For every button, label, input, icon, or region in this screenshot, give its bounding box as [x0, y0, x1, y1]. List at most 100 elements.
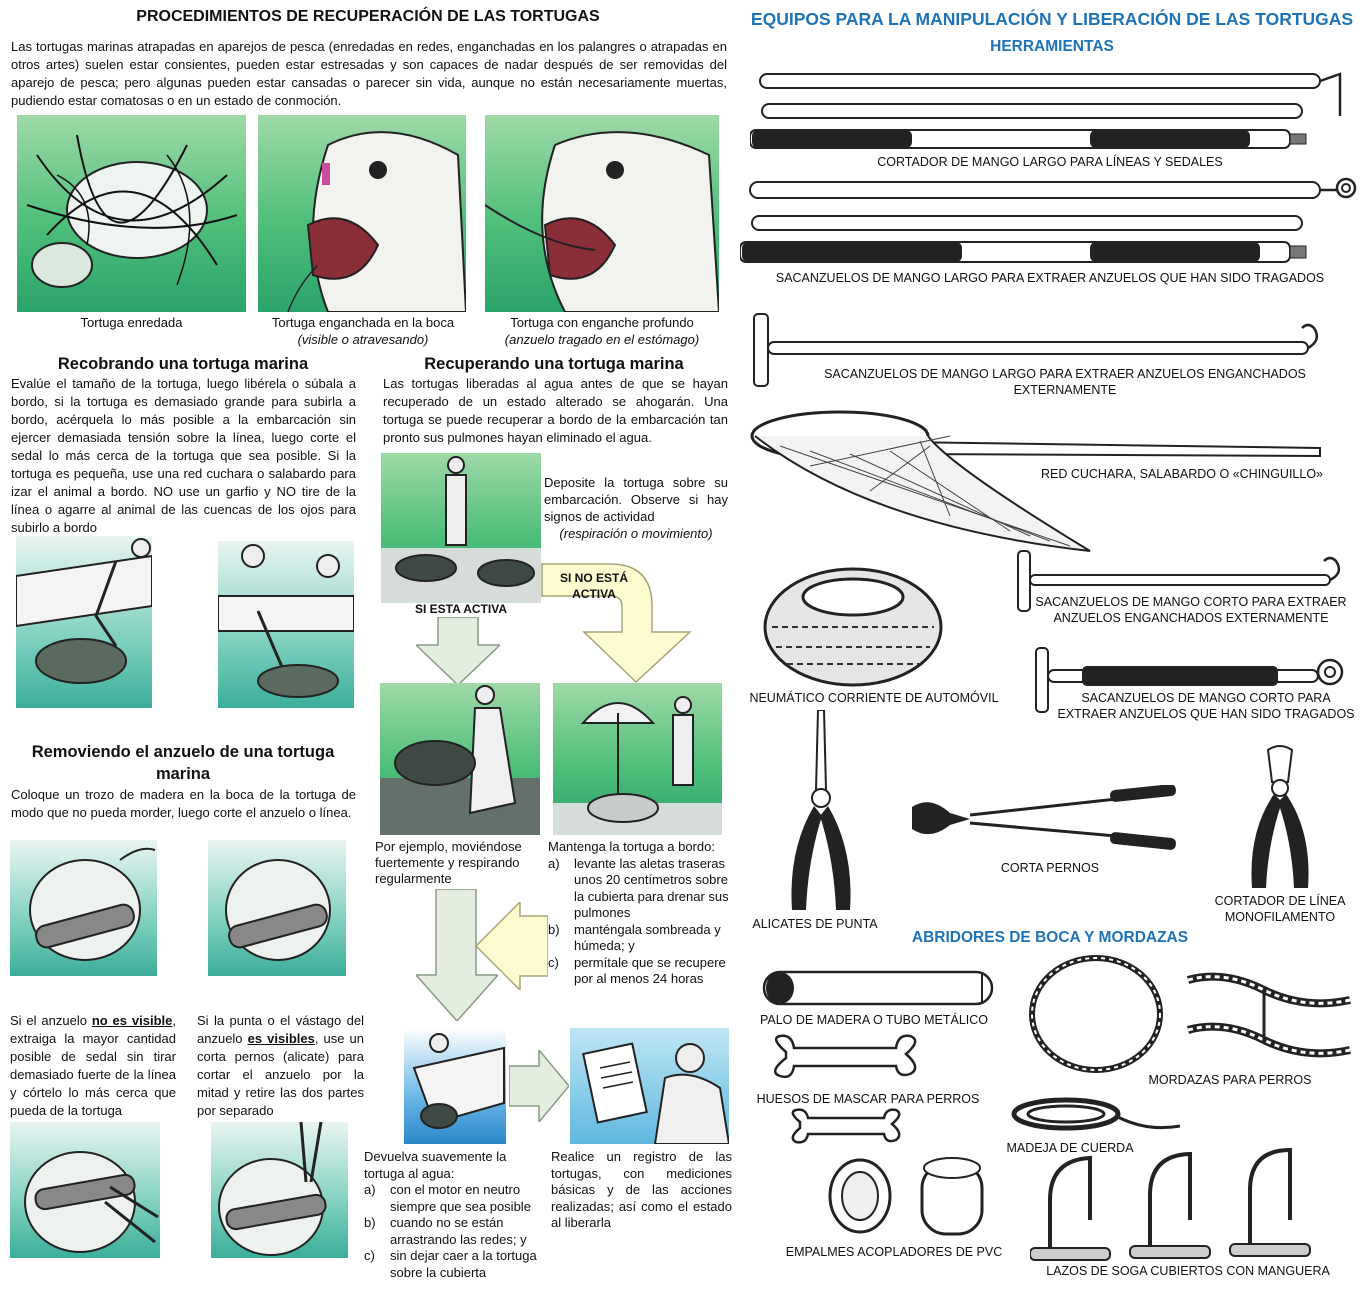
mouth-wood-illustration-1 — [10, 840, 157, 976]
hooked-mouth-turtle-illustration — [258, 115, 466, 312]
label-bolt-cutters: CORTA PERNOS — [1000, 861, 1100, 875]
devuelva-item-a: a) con el motor en neutro siempre que sea… — [364, 1182, 546, 1215]
mantenga-list: a) levante las aletas traseras unos 20 ce… — [548, 856, 730, 988]
devuelva-item-a-marker: a) — [364, 1182, 376, 1197]
dog-bone-small-image — [791, 1108, 901, 1144]
hook-visible-post: , use un corta pernos (alicate) para cor… — [197, 1031, 364, 1118]
active-turtle-illustration — [380, 683, 540, 835]
entangled-turtle-illustration — [17, 115, 246, 312]
dog-gags-image — [1186, 972, 1351, 1058]
release-turtle-illustration — [404, 1028, 506, 1144]
recuperando-text: Las tortugas liberadas al agua antes de … — [383, 376, 728, 445]
hook-visible-text: Si la punta o el vástago del anzuelo es … — [197, 1012, 364, 1120]
mantenga-item-c-text: permítale que se recupere por al menos 2… — [574, 954, 726, 987]
arrow-left-recovered — [476, 902, 548, 990]
mantenga-item-b-text: manténgala sombreada y húmeda; y — [574, 921, 721, 954]
label-short-dehooker-swallowed-line2: EXTRAER ANZUELOS QUE HAN SIDO TRAGADOS — [1057, 707, 1355, 721]
label-rope-skein: MADEJA DE CUERDA — [1006, 1141, 1134, 1155]
mouth-wood-illustration-2 — [208, 840, 346, 976]
label-short-dehooker-external: SACANZUELOS DE MANGO CORTO PARA EXTRAER … — [1026, 594, 1356, 626]
long-dehooker-swallowed-image — [740, 177, 1357, 263]
mantenga-block: Mantenga la tortuga a bordo: a) levante l… — [548, 839, 730, 988]
mantenga-item-b: b) manténgala sombreada y húmeda; y — [548, 922, 730, 955]
devuelva-item-c: c)sin dejar caer a la tortuga sobre la c… — [364, 1248, 546, 1281]
mantenga-item-b-marker: b) — [548, 921, 560, 937]
removiendo-text: Coloque un trozo de madera en la boca de… — [11, 787, 356, 820]
mantenga-item-c: c) permítale que se recupere por al menos… — [548, 955, 730, 988]
label-dog-bones: HUESOS DE MASCAR PARA PERROS — [756, 1092, 980, 1106]
arrow-down-return — [416, 889, 498, 1021]
hook-visible-emphasis: es visibles — [247, 1031, 315, 1046]
short-dehooker-swallowed-image — [1035, 647, 1344, 713]
cut-line-illustration — [10, 1122, 160, 1258]
hook-not-visible-emphasis: no es visible — [91, 1013, 173, 1028]
short-dehooker-external-image — [1017, 550, 1341, 612]
long-line-cutter-image — [750, 72, 1342, 149]
ejemplo-text: Por ejemplo, moviéndose fuertemente y re… — [375, 839, 522, 886]
devuelva-item-b: b)cuando no se están arrastrando las red… — [364, 1215, 546, 1248]
removiendo-heading: Removiendo el anzuelo de una tortuga mar… — [31, 743, 335, 783]
recobrando-text: Evalúe el tamaño de la tortuga, luego li… — [11, 376, 356, 535]
deposite-italic: (respiración o movimiento) — [559, 526, 713, 541]
devuelva-block: Devuelva suavemente la tortuga al agua: … — [364, 1149, 546, 1281]
caption-deep-hook-line1: Tortuga con enganche profundo — [510, 315, 694, 330]
caption-deep-hook: Tortuga con enganche profundo (anzuelo t… — [485, 314, 719, 348]
dip-net-image — [750, 410, 1321, 552]
registro-text: Realice un registro de las tortugas, con… — [551, 1149, 732, 1230]
devuelva-title: Devuelva suavemente la tortuga al agua: — [364, 1149, 507, 1181]
devuelva-item-a-text: con el motor en neutro siempre que sea p… — [390, 1182, 531, 1214]
devuelva-item-b-text: cuando no se están arrastrando las redes… — [390, 1215, 527, 1247]
hook-visible-pre: Si la punta o el vástago del anzuelo — [197, 1013, 364, 1046]
label-si-no-activa: SI NO ESTÁ ACTIVA — [559, 571, 628, 601]
label-monofilament-cutter-line1: CORTADOR DE LÍNEA — [1214, 894, 1346, 908]
mantenga-item-a-marker: a) — [548, 855, 560, 871]
deposite-text: Deposite la tortuga sobre su embarcación… — [544, 474, 728, 542]
label-long-dehooker-external: SACANZUELOS DE MANGO LARGO PARA EXTRAER … — [824, 367, 1306, 397]
abridores-heading: ABRIDORES DE BOCA Y MORDAZAS — [911, 929, 1189, 946]
record-keeping-illustration — [570, 1028, 729, 1144]
label-short-dehooker-swallowed-line1: SACANZUELOS DE MANGO CORTO PARA — [1081, 691, 1331, 705]
caption-deep-hook-line2: (anzuelo tragado en el estómago) — [504, 332, 700, 347]
hook-not-visible-post: , extraiga la mayor cantidad posible de … — [10, 1013, 176, 1118]
label-tire: NEUMÁTICO CORRIENTE DE AUTOMÓVIL — [749, 691, 999, 705]
recuperando-heading: Recuperando una tortuga marina — [424, 355, 684, 373]
mantenga-item-c-marker: c) — [548, 954, 559, 970]
turtle-on-deck-illustration — [381, 453, 541, 603]
left-title: PROCEDIMIENTOS DE RECUPERACIÓN DE LAS TO… — [136, 8, 600, 25]
label-dog-gags: MORDAZAS PARA PERROS — [1148, 1073, 1312, 1087]
label-short-dehooker-external-line1: SACANZUELOS DE MANGO CORTO PARA EXTRAER — [1035, 595, 1347, 609]
monofilament-cutter-image — [1251, 745, 1309, 888]
caption-hooked-mouth-line2: (visible o atravesando) — [297, 332, 429, 347]
label-long-dehooker-swallowed: SACANZUELOS DE MANGO LARGO PARA EXTRAER … — [775, 271, 1325, 285]
shaded-turtle-illustration — [553, 683, 722, 835]
devuelva-list: a) con el motor en neutro siempre que sea… — [364, 1182, 546, 1281]
label-short-dehooker-swallowed: SACANZUELOS DE MANGO CORTO PARA EXTRAER … — [1046, 690, 1362, 722]
right-title: EQUIPOS PARA LA MANIPULACIÓN Y LIBERACIÓ… — [750, 9, 1354, 29]
label-short-dehooker-external-line2: ANZUELOS ENGANCHADOS EXTERNAMENTE — [1053, 611, 1329, 625]
caption-hooked-mouth: Tortuga enganchada en la boca (visible o… — [252, 314, 474, 348]
recobrando-heading: Recobrando una tortuga marina — [57, 355, 309, 373]
deposite-main: Deposite la tortuga sobre su embarcación… — [544, 475, 728, 524]
herramientas-heading: HERRAMIENTAS — [990, 38, 1114, 55]
label-wood-pipe: PALO DE MADERA O TUBO METÁLICO — [759, 1013, 989, 1027]
hose-rope-loops-image — [1030, 1147, 1311, 1261]
wood-pipe-image — [762, 970, 994, 1006]
bolt-cutters-image — [912, 785, 1176, 850]
label-pvc-couplers: EMPALMES ACOPLADORES DE PVC — [785, 1245, 1003, 1259]
hook-not-visible-pre: Si el anzuelo — [10, 1013, 92, 1028]
arrow-curved-not-active — [541, 563, 692, 684]
label-si-activa: SI ESTA ACTIVA — [414, 602, 507, 616]
label-needle-nose-pliers: ALICATES DE PUNTA — [752, 917, 878, 931]
long-dehooker-external-image — [753, 313, 1319, 387]
dog-bone-large-image — [773, 1034, 917, 1079]
rope-loop-image — [1029, 955, 1163, 1073]
tire-image — [763, 567, 943, 687]
needle-nose-pliers-image — [791, 710, 851, 910]
deep-hooked-turtle-illustration — [485, 115, 719, 312]
caption-entangled: Tortuga enredada — [80, 315, 183, 330]
mantenga-item-a-text: levante las aletas traseras unos 20 cent… — [574, 855, 729, 921]
mantenga-title: Mantenga la tortuga a bordo: — [548, 839, 715, 854]
net-lift-illustration — [218, 541, 354, 708]
boat-lift-illustration-1 — [16, 536, 152, 708]
label-dip-net: RED CUCHARA, SALABARDO O «CHINGUILLO» — [1040, 467, 1323, 481]
